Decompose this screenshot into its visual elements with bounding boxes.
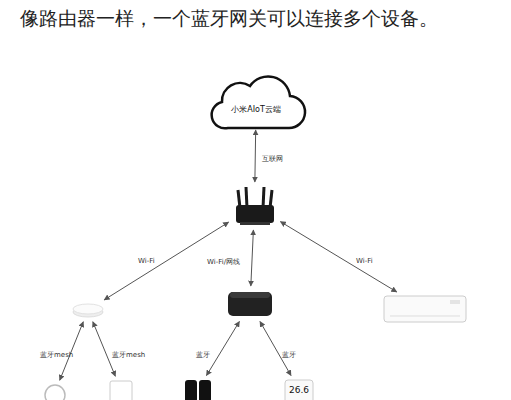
connection-arrow xyxy=(251,230,254,286)
connection-label: 互联网 xyxy=(262,154,283,164)
router-illustration xyxy=(236,187,274,225)
thermometer-node: 26.6 xyxy=(284,379,314,400)
cloud-outline xyxy=(212,76,305,128)
connection-label: 蓝牙 xyxy=(196,350,210,360)
connection-arrow xyxy=(254,130,256,182)
connection-label: Wi-Fi/网线 xyxy=(207,257,240,267)
gateway-illustration xyxy=(228,292,272,316)
light-illustration xyxy=(45,385,65,400)
connection-label: 蓝牙 xyxy=(282,350,296,360)
router-node xyxy=(232,186,277,226)
node-label: 小米AIoT云端 xyxy=(231,104,281,115)
connection-arrow xyxy=(93,322,116,377)
connection-arrow xyxy=(206,321,239,375)
gateway-node xyxy=(226,290,274,318)
mesh-hub-node xyxy=(72,302,104,318)
switch-node xyxy=(109,380,133,400)
cloud-node: 小米AIoT云端 xyxy=(214,92,298,126)
diagram-title: 像路由器一样，一个蓝牙网关可以连接多个设备。 xyxy=(20,6,438,32)
connection-arrow xyxy=(260,321,291,375)
thermometer-illustration xyxy=(285,380,313,400)
connection-label: Wi-Fi xyxy=(356,257,373,265)
node-label: 26.6 xyxy=(289,385,309,395)
air-conditioner-illustration xyxy=(384,296,466,322)
switch-illustration xyxy=(110,381,132,400)
light-node xyxy=(44,384,66,400)
connection-label: Wi-Fi xyxy=(138,257,155,265)
connection-label: 蓝牙mesh xyxy=(40,350,73,360)
speaker-node xyxy=(184,379,212,400)
speaker-illustration xyxy=(185,380,211,400)
connection-label: 蓝牙mesh xyxy=(112,350,145,360)
mesh-hub-illustration xyxy=(73,304,103,317)
air-conditioner-node xyxy=(382,294,468,324)
connection-arrow xyxy=(280,222,396,292)
